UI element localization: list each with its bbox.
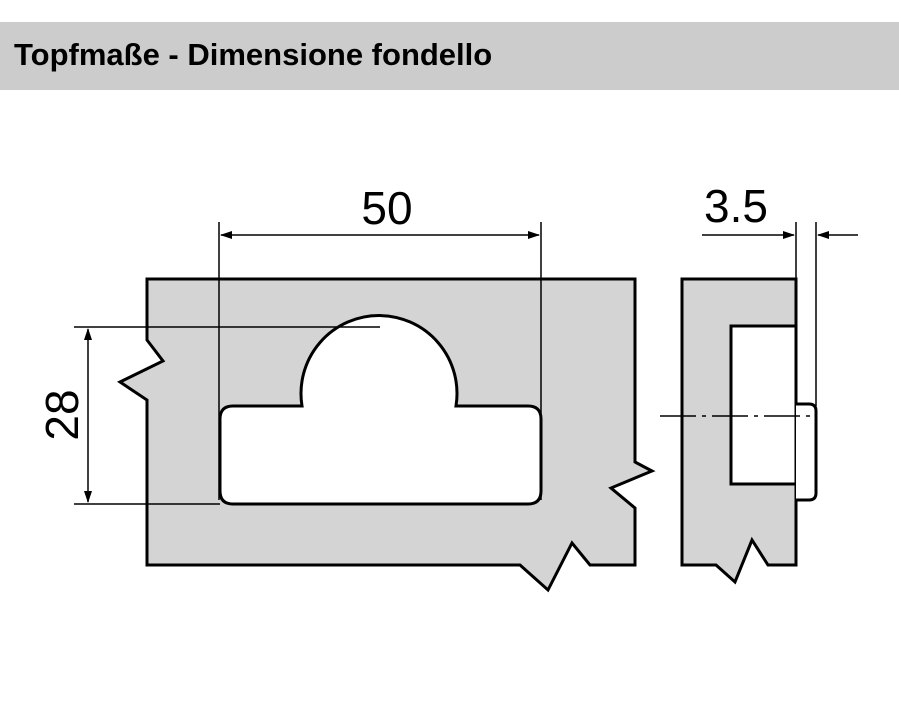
title-bar <box>0 22 899 90</box>
side-view-pocket <box>729 324 798 486</box>
front-view-cutout <box>218 314 543 506</box>
height-label: 28 <box>36 389 88 440</box>
page-title: Topfmaße - Dimensione fondello <box>14 37 493 72</box>
width-label: 50 <box>361 182 412 234</box>
depth-label: 3.5 <box>704 180 768 232</box>
side-view-hub <box>796 402 818 502</box>
